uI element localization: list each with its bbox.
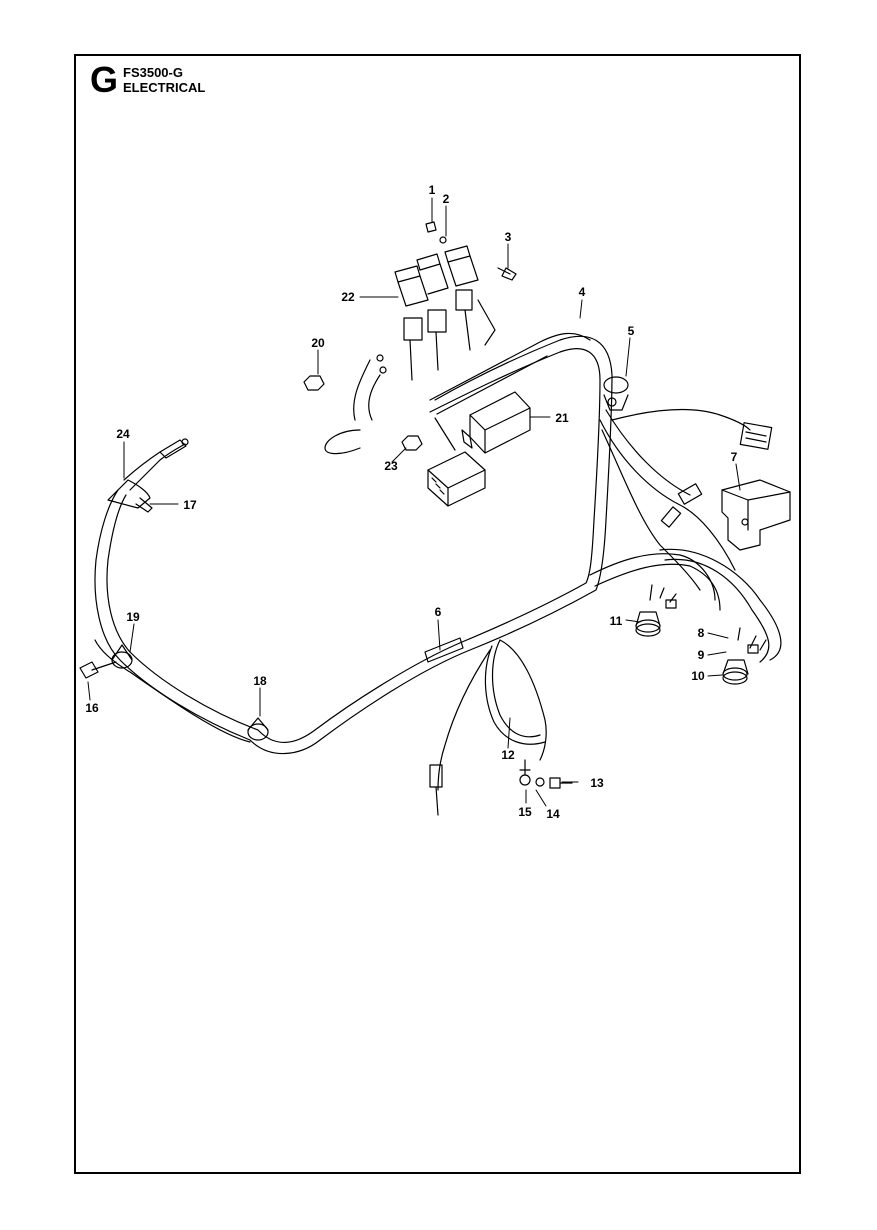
connector-block <box>427 417 486 507</box>
harness-connectors <box>660 483 703 528</box>
callout-7: 7 <box>731 450 738 464</box>
callout-labels: 1 2 3 4 5 6 7 8 9 10 11 12 13 14 15 16 1… <box>85 183 737 821</box>
callout-16: 16 <box>85 701 99 715</box>
battery-terminals <box>635 584 767 685</box>
fasteners <box>79 221 517 679</box>
callout-4: 4 <box>579 285 586 299</box>
fuse-box <box>461 391 531 454</box>
callout-18: 18 <box>253 674 267 688</box>
main-harness <box>94 332 782 791</box>
harness-plug <box>739 422 773 450</box>
callout-11: 11 <box>610 614 623 628</box>
callout-leaders <box>87 197 741 807</box>
section-title: ELECTRICAL <box>123 80 206 95</box>
callout-22: 22 <box>341 290 355 304</box>
callout-19: 19 <box>126 610 140 624</box>
boot-cover <box>721 479 791 551</box>
callout-6: 6 <box>435 605 442 619</box>
lower-plug <box>429 764 443 816</box>
callout-14: 14 <box>546 807 560 821</box>
wire-end-connector <box>159 438 189 459</box>
callout-9: 9 <box>698 648 705 662</box>
callout-20: 20 <box>311 336 325 350</box>
cable-clamps <box>107 376 629 741</box>
callout-23: 23 <box>384 459 398 473</box>
callout-10: 10 <box>691 669 705 683</box>
page-frame <box>74 54 801 1174</box>
ring-terminals <box>519 759 573 789</box>
callout-3: 3 <box>505 230 512 244</box>
callout-2: 2 <box>443 192 450 206</box>
callout-15: 15 <box>518 805 532 819</box>
callout-8: 8 <box>698 626 705 640</box>
callout-12: 12 <box>501 748 515 762</box>
callout-1: 1 <box>429 183 436 197</box>
callout-17: 17 <box>183 498 197 512</box>
section-letter: G <box>90 59 119 100</box>
callout-21: 21 <box>555 411 569 425</box>
callout-13: 13 <box>590 776 604 790</box>
model-code: FS3500-G <box>123 65 183 80</box>
relay-group <box>394 245 496 381</box>
callout-24: 24 <box>116 427 130 441</box>
callout-5: 5 <box>628 324 635 338</box>
